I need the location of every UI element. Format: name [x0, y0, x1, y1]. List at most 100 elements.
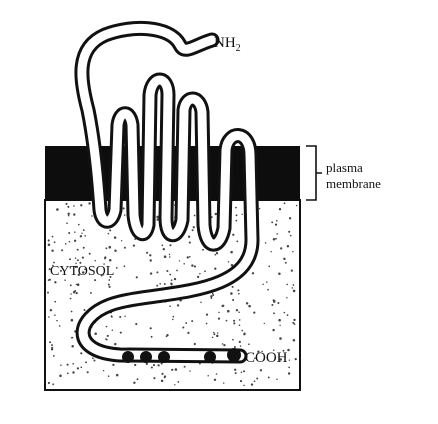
stipple-dot	[213, 378, 217, 382]
stipple-dot	[73, 239, 77, 242]
stipple-dot	[272, 349, 275, 352]
stipple-dot	[248, 304, 251, 308]
stipple-dot	[251, 272, 255, 275]
stipple-dot	[72, 371, 75, 374]
stipple-dot	[286, 314, 289, 316]
stipple-dot	[217, 317, 221, 320]
stipple-dot	[47, 279, 50, 281]
stipple-dot	[241, 213, 243, 216]
stipple-dot	[239, 345, 242, 347]
stipple-dot	[80, 352, 83, 355]
stipple-dot	[282, 349, 285, 352]
stipple-dot	[132, 244, 136, 247]
stipple-dot	[261, 350, 263, 353]
stipple-dot	[238, 324, 241, 326]
stipple-dot	[86, 371, 89, 374]
stipple-dot	[82, 246, 85, 249]
stipple-dot	[76, 259, 79, 262]
stipple-dot	[70, 318, 74, 322]
stipple-dot	[234, 206, 237, 209]
stipple-dot	[264, 242, 267, 244]
stipple-dot	[124, 315, 126, 318]
stipple-dot	[102, 370, 105, 372]
stipple-dot	[243, 384, 245, 387]
stipple-dot	[169, 273, 172, 276]
stipple-dot	[176, 269, 178, 272]
stipple-dot	[258, 207, 261, 210]
stipple-dot	[193, 265, 197, 268]
stipple-dot	[49, 309, 53, 312]
stipple-dot	[207, 375, 209, 377]
stipple-dot	[295, 204, 298, 207]
stipple-dot	[108, 279, 111, 281]
stipple-dot	[256, 377, 259, 380]
stipple-dot	[278, 272, 281, 275]
stipple-dot	[262, 283, 264, 285]
stipple-dot	[107, 283, 110, 286]
stipple-dot	[133, 381, 136, 384]
stipple-dot	[233, 322, 236, 325]
stipple-dot	[235, 214, 238, 217]
stipple-dot	[162, 248, 165, 251]
stipple-dot	[92, 357, 94, 360]
stipple-dot	[168, 253, 171, 256]
stipple-dot	[173, 277, 177, 281]
stipple-dot	[84, 268, 86, 271]
stipple-dot	[76, 248, 79, 251]
stipple-dot	[189, 370, 191, 372]
stipple-dot	[172, 315, 175, 318]
stipple-dot	[119, 331, 122, 334]
stipple-dot	[111, 329, 114, 331]
stipple-dot	[51, 249, 54, 252]
stipple-dot	[74, 231, 76, 233]
stipple-dot	[259, 369, 263, 372]
stipple-dot	[223, 382, 225, 384]
stipple-dot	[47, 239, 50, 242]
stipple-dot	[193, 214, 196, 217]
cytosol-label: CYTOSOL	[50, 264, 114, 279]
stipple-dot	[254, 357, 256, 359]
stipple-dot	[100, 274, 103, 277]
stipple-dot	[48, 316, 50, 318]
stipple-dot	[61, 249, 64, 252]
stipple-dot	[271, 303, 274, 307]
stipple-dot	[250, 383, 254, 386]
stipple-dot	[243, 332, 246, 336]
stipple-dot	[161, 372, 164, 375]
stipple-dot	[111, 316, 113, 318]
stipple-dot	[60, 364, 62, 366]
stipple-dot	[187, 331, 190, 335]
stipple-dot	[88, 202, 91, 205]
stipple-dot	[51, 235, 54, 238]
stipple-dot	[172, 318, 174, 321]
stipple-dot	[191, 264, 194, 267]
stipple-dot	[66, 372, 69, 375]
stipple-dot	[233, 319, 236, 322]
stipple-dot	[200, 301, 202, 304]
stipple-dot	[287, 348, 290, 352]
stipple-dot	[237, 289, 240, 292]
stipple-dot	[273, 312, 275, 315]
stipple-dot	[53, 261, 55, 264]
stipple-dot	[134, 363, 137, 367]
stipple-dot	[257, 350, 260, 353]
stipple-dot	[275, 237, 277, 240]
stipple-dot	[145, 362, 148, 366]
stipple-dot	[75, 262, 77, 265]
stipple-dot	[280, 247, 283, 250]
stipple-dot	[157, 364, 160, 367]
stipple-dot	[170, 283, 173, 286]
stipple-dot	[232, 298, 235, 302]
stipple-dot	[238, 319, 241, 321]
stipple-dot	[79, 261, 82, 264]
stipple-dot	[54, 300, 57, 303]
stipple-dot	[64, 243, 67, 245]
stipple-dot	[156, 218, 160, 221]
stipple-dot	[234, 368, 237, 371]
stipple-dot	[81, 256, 84, 259]
stipple-dot	[278, 318, 281, 322]
stipple-dot	[225, 319, 228, 322]
stipple-dot	[93, 359, 96, 362]
stipple-dot	[50, 348, 54, 351]
